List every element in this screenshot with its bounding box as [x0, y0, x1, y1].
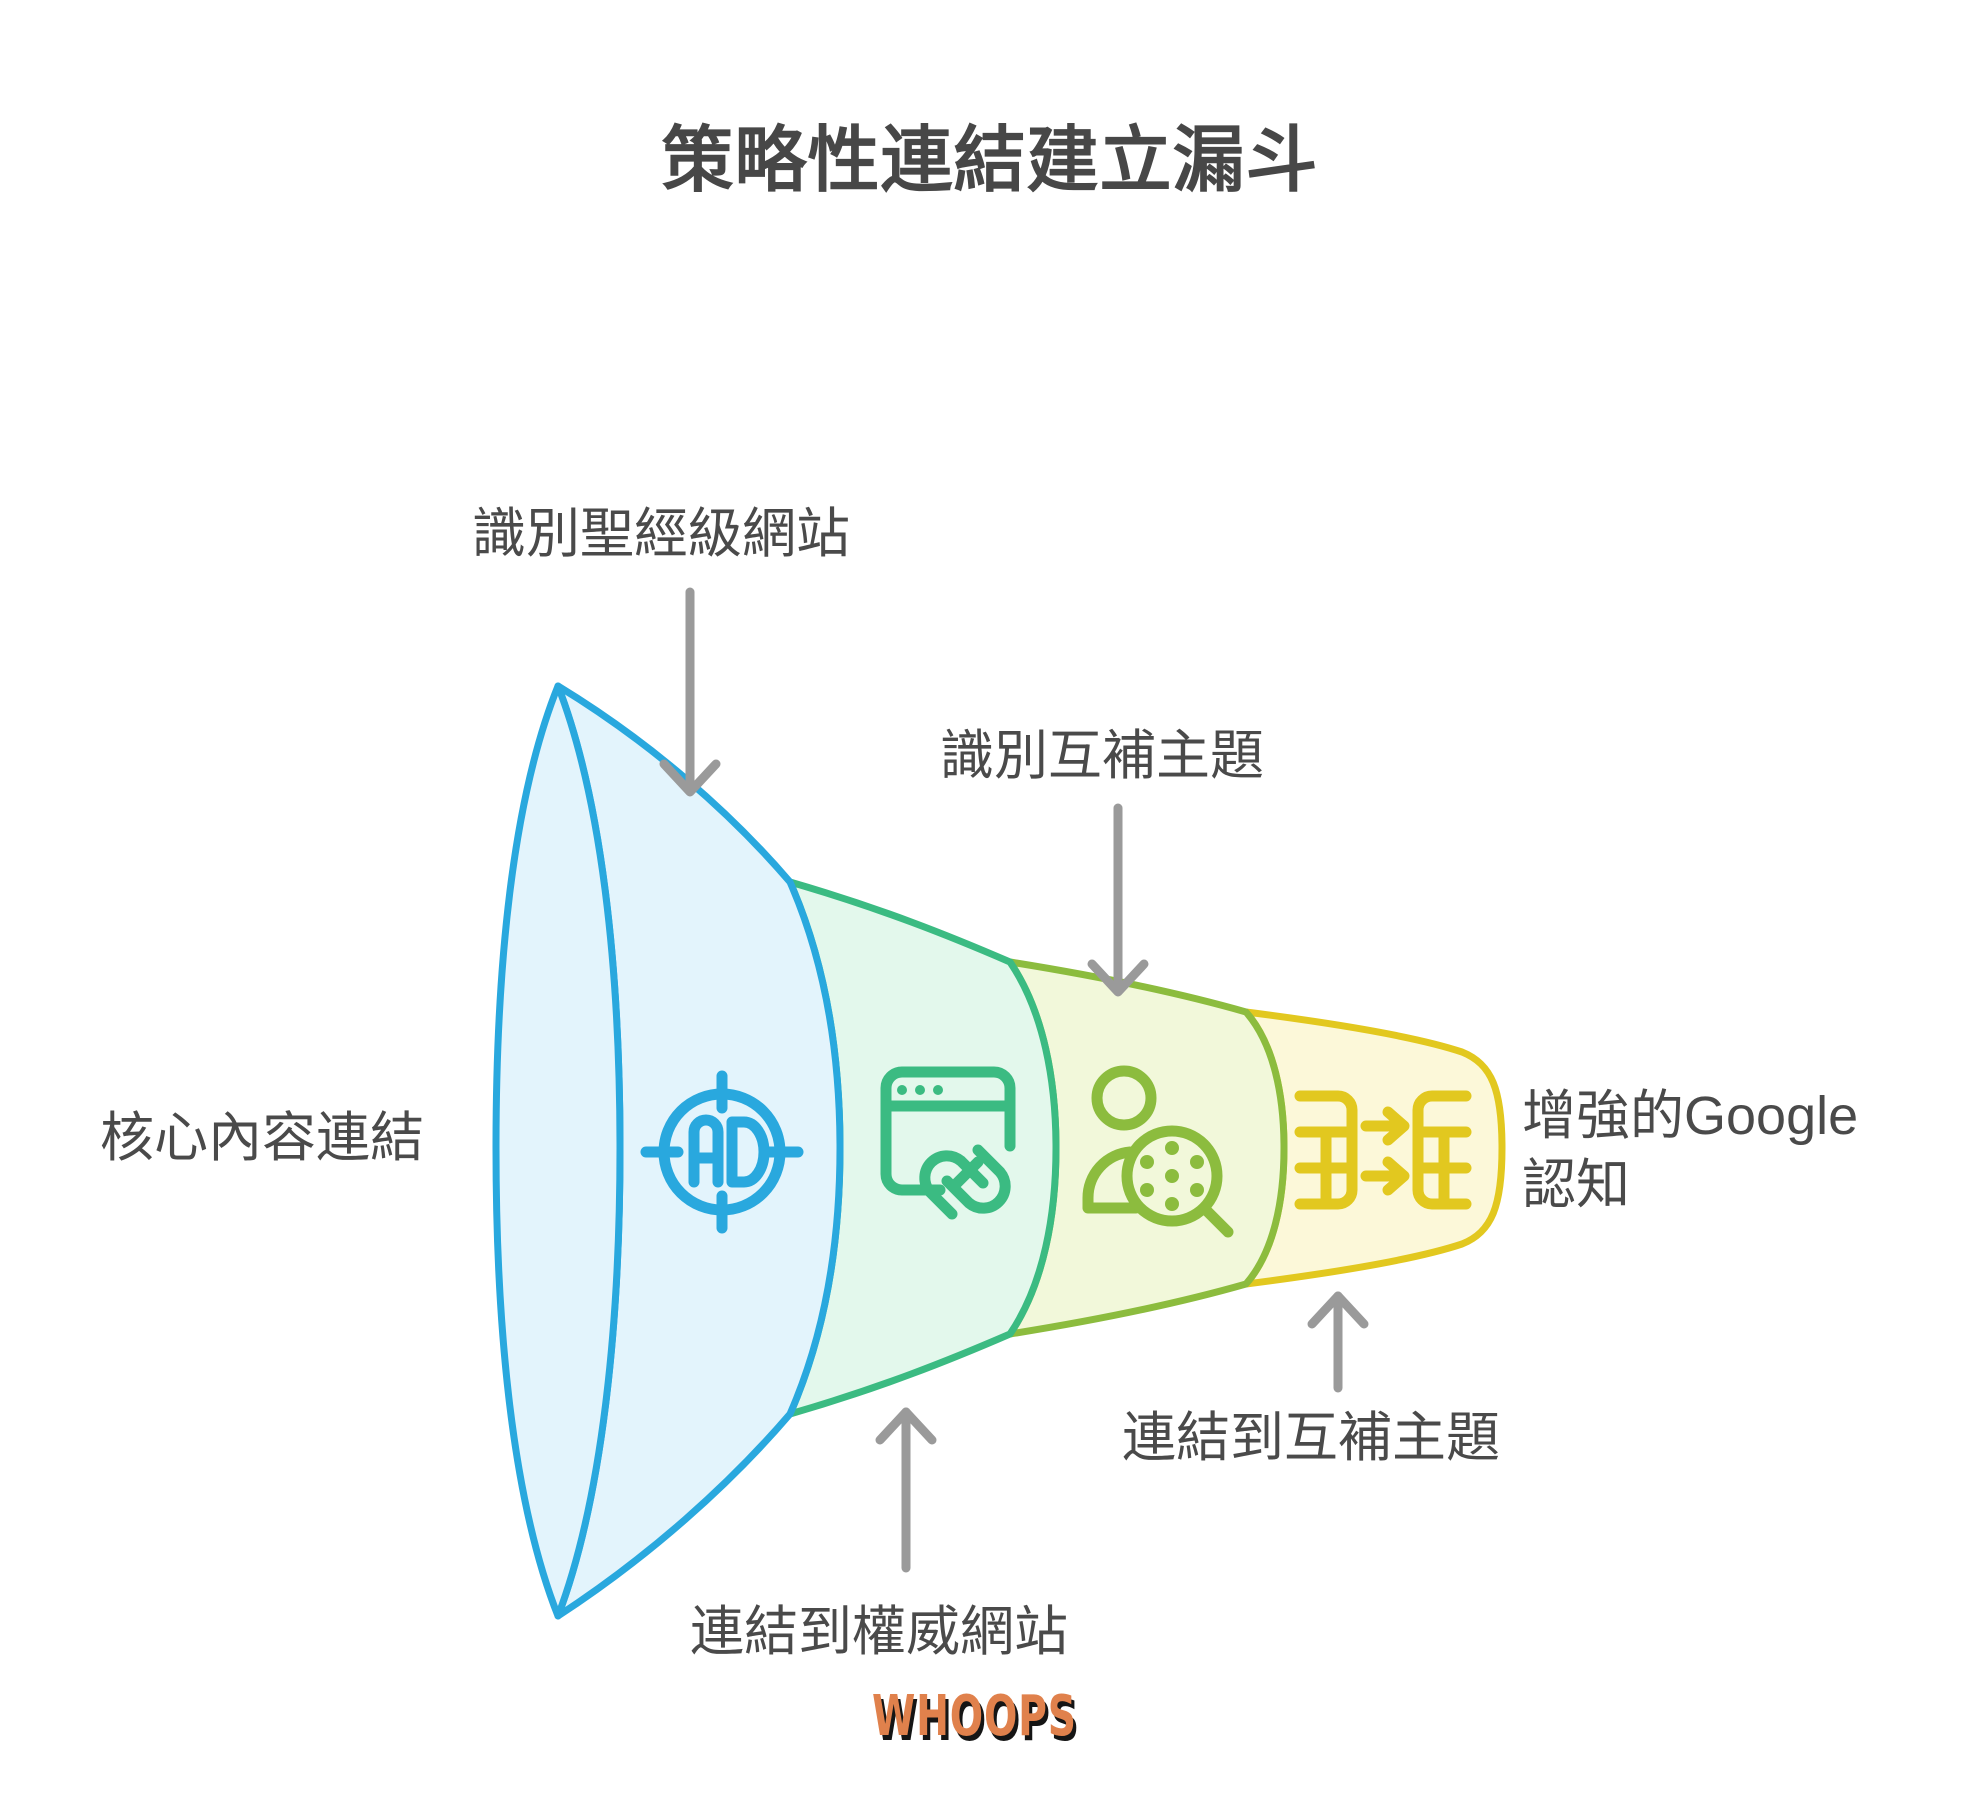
stage-1-mouth-ellipse — [492, 682, 624, 1620]
label-identify-bible-sites: 識別聖經級網站 — [472, 504, 850, 564]
arrow-to-stage-4 — [1307, 1291, 1369, 1393]
label-identify-complementary-topics: 識別互補主題 — [940, 726, 1264, 786]
label-link-to-complementary-topics: 連結到互補主題 — [1122, 1408, 1500, 1468]
connector-arrows — [659, 587, 1369, 1573]
label-core-content-links: 核心內容連結 — [100, 1108, 424, 1168]
browser-link-icon — [880, 1066, 1016, 1220]
page-title: 策略性連結建立漏斗 — [661, 121, 1319, 201]
person-search-icon — [1082, 1065, 1234, 1238]
whoops-watermark: WHOOPS — [872, 1684, 1077, 1749]
arrow-to-stage-3 — [1087, 803, 1149, 997]
label-link-to-authority-sites: 連結到權威網站 — [690, 1602, 1068, 1662]
label-enhanced-google-awareness: 增強的Google 認知 — [1522, 1086, 1859, 1216]
arrow-to-stage-1 — [659, 587, 721, 797]
table-transfer-icon — [1294, 1090, 1472, 1210]
ad-target-icon — [640, 1070, 804, 1234]
arrow-to-stage-2 — [875, 1407, 937, 1573]
